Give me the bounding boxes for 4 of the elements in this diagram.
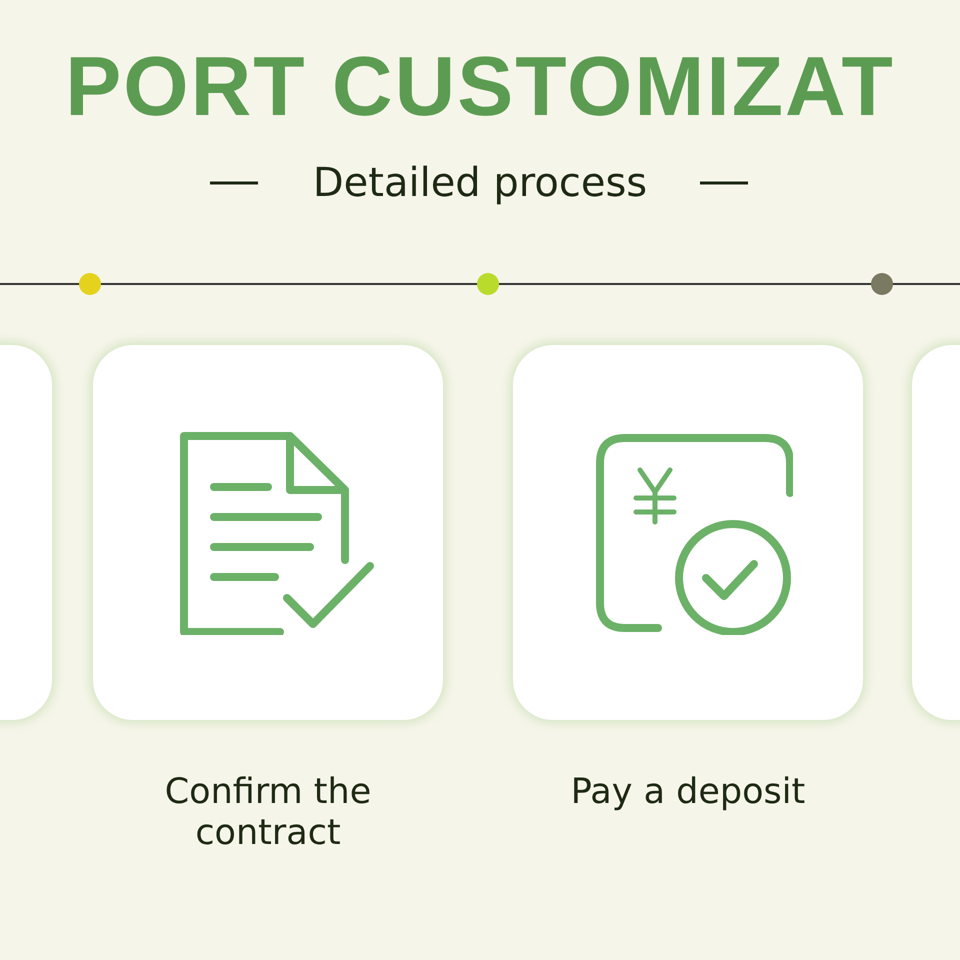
- subtitle: Detailed process: [312, 159, 648, 208]
- step-label: Pay a deposit: [570, 772, 806, 813]
- step-label: Confirm the contract: [164, 772, 372, 854]
- title: PORT CUSTOMIZAT: [64, 38, 896, 134]
